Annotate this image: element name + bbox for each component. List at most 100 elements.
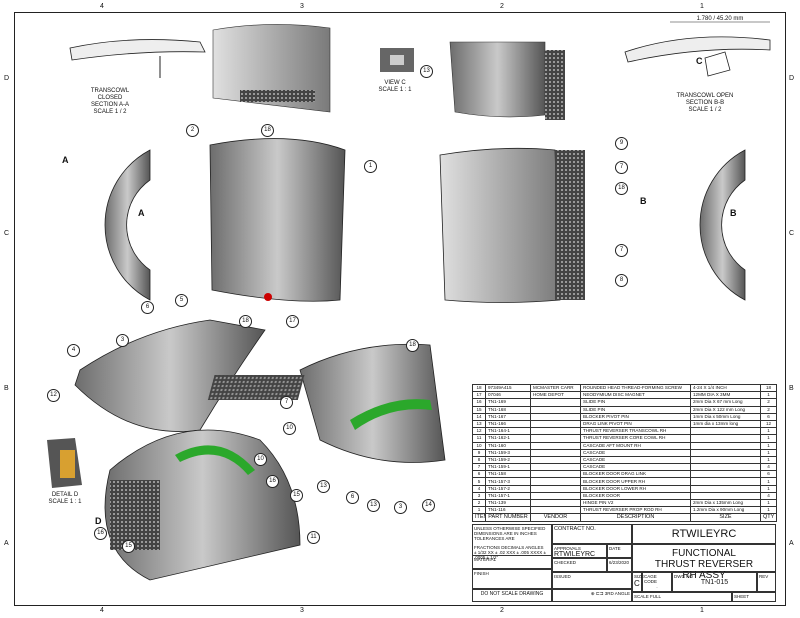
tolerance-headers: FRACTIONS DECIMALS ANGLES [474, 545, 544, 550]
bom-cell: 97349A415 [485, 383, 531, 393]
bom-cell [530, 434, 581, 443]
projection-label: 3RD ANGLE [604, 591, 630, 596]
bom-cell: 1 [760, 498, 777, 508]
bom-cell: BLOCKER PIVOT PIN [580, 412, 691, 421]
section-letter-b: B [640, 196, 647, 206]
balloon-callout: 16 [266, 475, 279, 488]
bom-cell: 2 [760, 398, 777, 407]
bom-cell [530, 448, 581, 457]
material-field: MATERIAL [472, 555, 552, 569]
bom-cell: ITEM [472, 513, 486, 522]
bom-cell: TN1-157-1 [485, 491, 531, 501]
bom-cell: 1mm Dia x 50mm Long [690, 412, 761, 421]
issued-field: ISSUED [552, 572, 632, 589]
sheet-field: SHEET [732, 592, 776, 602]
bom-cell [690, 441, 761, 450]
bom-cell [690, 491, 761, 501]
bom-cell [690, 484, 761, 493]
bom-cell: 1.2mm Dia x 90mm Long [690, 506, 761, 515]
bom-cell [530, 427, 581, 436]
view-letter-c: C [696, 56, 703, 66]
bom-cell: 2mm Dia x 135mm Long [690, 498, 761, 508]
bom-cell [690, 427, 761, 436]
dimension-label: 1.780 / 45.20 mm [696, 16, 744, 22]
bom-cell: 4 [760, 463, 777, 472]
bom-cell: 2 [760, 405, 777, 414]
detail-letter-d: D [95, 516, 102, 526]
bom-cell: 15 [472, 405, 486, 414]
bom-cell: BLOCKER DOOR LOWER RH [580, 484, 691, 493]
bom-cell [690, 477, 761, 486]
view-title: TRANSCOWL CLOSED [90, 88, 130, 101]
tolerance-note: UNLESS OTHERWISE SPECIFIED DIMENSIONS AR… [474, 526, 546, 541]
bom-cell: TN1-116 [485, 506, 531, 515]
bom-cell: TN1-164-1 [485, 427, 531, 436]
balloon-callout: 4 [67, 344, 80, 357]
bom-cell: 5 [472, 477, 486, 486]
balloon-callout: 17 [286, 315, 299, 328]
balloon-callout: 7 [615, 161, 628, 174]
bom-cell: CASCADE [580, 463, 691, 472]
bom-cell: TN1-162-1 [485, 434, 531, 443]
bom-cell [530, 412, 581, 421]
view-title: TRANSCOWL OPEN [676, 93, 734, 99]
zone-row-label: D [4, 75, 10, 82]
bom-cell: TN1-160 [485, 441, 531, 450]
projection-field: ⊕ ⊏⊐ 3RD ANGLE [552, 589, 632, 602]
balloon-callout: 18 [406, 339, 419, 352]
top-right-view [449, 41, 565, 120]
bom-cell: CASCADE [580, 448, 691, 457]
bom-cell: 1 [760, 427, 777, 436]
size-value: C [634, 579, 640, 588]
bom-cell: TN1-169 [485, 398, 531, 407]
main-front-view [209, 138, 346, 302]
bom-cell: 3 [472, 491, 486, 501]
zone-row-label: C [4, 230, 10, 237]
top-view [212, 24, 331, 113]
zone-row-label: A [789, 540, 794, 547]
bom-cell: 12MM DIA X 3MM [690, 391, 761, 400]
bom-cell: 18 [760, 383, 777, 393]
zone-column-label: 3 [300, 3, 304, 10]
balloon-callout: 13 [420, 65, 433, 78]
bom-cell: 16 [472, 398, 486, 407]
zone-column-label: 2 [500, 607, 504, 614]
zone-column-label: 3 [300, 607, 304, 614]
cage-value: . [656, 584, 658, 589]
zone-column-label: 4 [100, 607, 104, 614]
iso-view-cascade-section [207, 343, 446, 463]
bom-cell [690, 448, 761, 457]
view-scale: SCALE 1 : 1 [48, 499, 82, 505]
contract-field: CONTRACT NO. [552, 524, 632, 544]
zone-column-label: 1 [700, 3, 704, 10]
balloon-callout: 18 [615, 182, 628, 195]
zone-column-label: 4 [100, 3, 104, 10]
bom-cell: 8 [472, 455, 486, 465]
detail-d-view [47, 438, 82, 488]
rev-field: REV [757, 572, 776, 592]
no-scale-note: DO NOT SCALE DRAWING [472, 589, 552, 602]
date-value: 6/23/2020 [607, 558, 632, 572]
bom-cell: PART NUMBER [485, 513, 531, 522]
bom-cell: THRUST REVERSER CORE COWL RH [580, 434, 691, 443]
cage-label: CAGE CODE [644, 574, 658, 584]
balloon-callout: 16 [94, 527, 107, 540]
bom-cell: 4 [472, 484, 486, 493]
zone-row-label: C [789, 230, 795, 237]
bom-cell [530, 470, 581, 479]
drawing-border [14, 12, 786, 606]
balloon-callout: 3 [394, 501, 407, 514]
bom-cell: BLOCKER DOOR UPPER RH [580, 477, 691, 486]
bom-cell: HOME DEPOT [530, 391, 581, 400]
bom-cell: NEODYMIUM DISC MAGNET [580, 391, 691, 400]
